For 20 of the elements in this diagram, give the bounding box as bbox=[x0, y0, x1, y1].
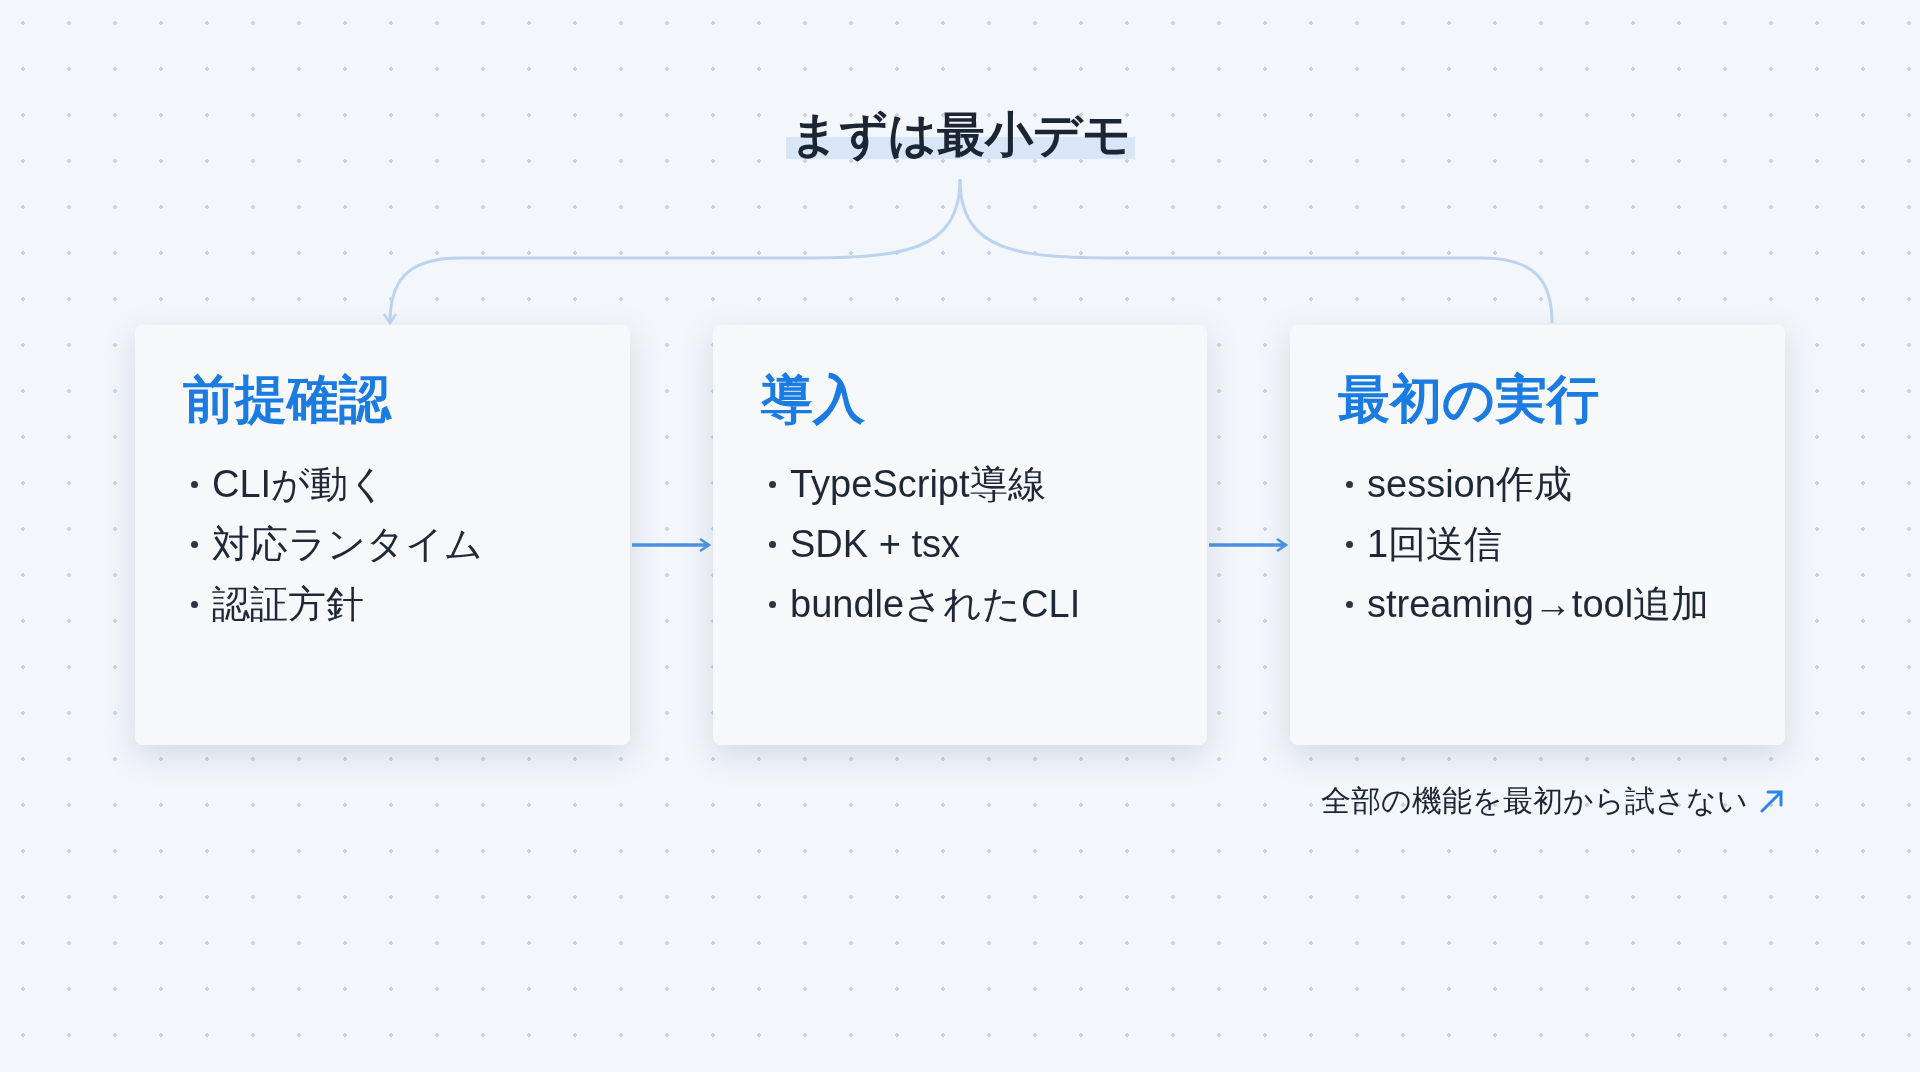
bullet-text: session作成 bbox=[1367, 461, 1572, 507]
bullet-text: TypeScript導線 bbox=[790, 461, 1046, 507]
bullet-text: 認証方針 bbox=[212, 581, 364, 627]
bullet-text: CLIが動く bbox=[212, 461, 388, 507]
arrow bbox=[632, 537, 711, 553]
step-card bbox=[713, 325, 1207, 745]
brace-connector bbox=[958, 178, 1554, 324]
bullet-text: SDK + tsx bbox=[790, 521, 960, 567]
bullet-text: 1回送信 bbox=[1367, 521, 1503, 567]
arrow bbox=[1209, 537, 1288, 553]
card-heading: 導入 bbox=[761, 369, 865, 430]
bullet-text: bundleされたCLI bbox=[790, 581, 1081, 627]
card-heading: 最初の実行 bbox=[1338, 369, 1599, 430]
step-card bbox=[1290, 325, 1785, 745]
brace-connector bbox=[383, 178, 962, 325]
bullet-text: 対応ランタイム bbox=[212, 521, 483, 567]
step-card bbox=[135, 325, 630, 745]
note-text: 全部の機能を最初から試さない bbox=[1321, 783, 1748, 819]
bullet-text: streaming→tool追加 bbox=[1367, 581, 1710, 627]
card-heading: 前提確認 bbox=[183, 369, 391, 430]
